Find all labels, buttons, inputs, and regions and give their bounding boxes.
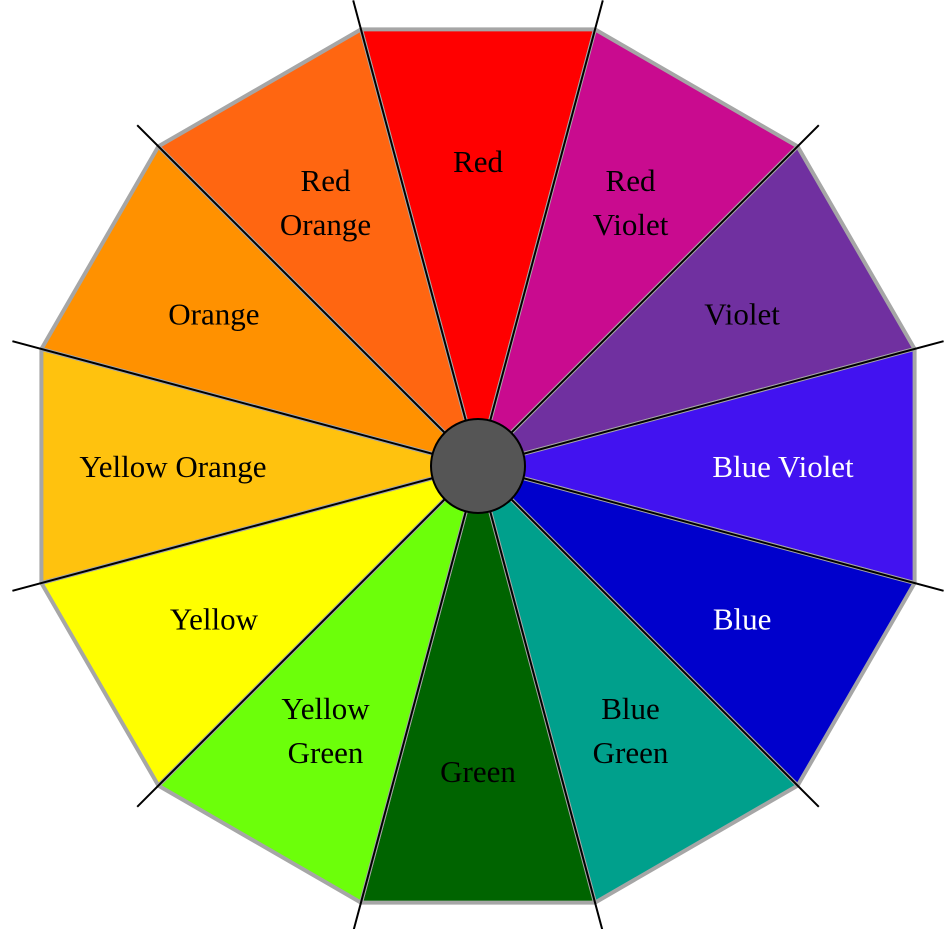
spoke-line [352,465,479,929]
label-yellow-orange: Yellow Orange [79,449,266,484]
label-line: Violet [704,297,780,332]
spoke-line [136,465,479,808]
spoke-line [477,465,604,929]
color-wheel-hub [430,418,526,514]
label-green: Green [440,754,516,789]
label-line: Blue [601,691,660,726]
label-line: Yellow Orange [79,449,266,484]
label-orange: Orange [168,297,259,332]
label-red: Red [453,144,503,179]
spoke-line [477,340,944,467]
spoke-line [477,0,604,467]
color-wheel-spokes [12,0,944,929]
spoke-line [12,340,479,467]
spoke-line [477,124,820,467]
spoke-line [12,465,479,592]
label-line: Green [288,735,364,770]
label-line: Yellow [170,602,259,637]
spoke-line [477,465,820,808]
label-line: Red [301,163,351,198]
label-blue: Blue [713,602,772,637]
label-line: Green [593,735,669,770]
label-line: Orange [168,297,259,332]
color-wheel-segments [39,27,917,905]
spoke-line [136,124,479,467]
label-violet: Violet [704,297,780,332]
spoke-line [352,0,479,467]
label-line: Blue [713,602,772,637]
label-line: Red [606,163,656,198]
spoke-line [477,465,944,592]
label-yellow: Yellow [170,602,259,637]
label-blue-violet: Blue Violet [712,449,854,484]
label-line: Red [453,144,503,179]
label-line: Violet [593,207,669,242]
label-line: Orange [280,207,371,242]
label-line: Green [440,754,516,789]
label-line: Yellow [281,691,370,726]
label-line: Blue Violet [712,449,854,484]
